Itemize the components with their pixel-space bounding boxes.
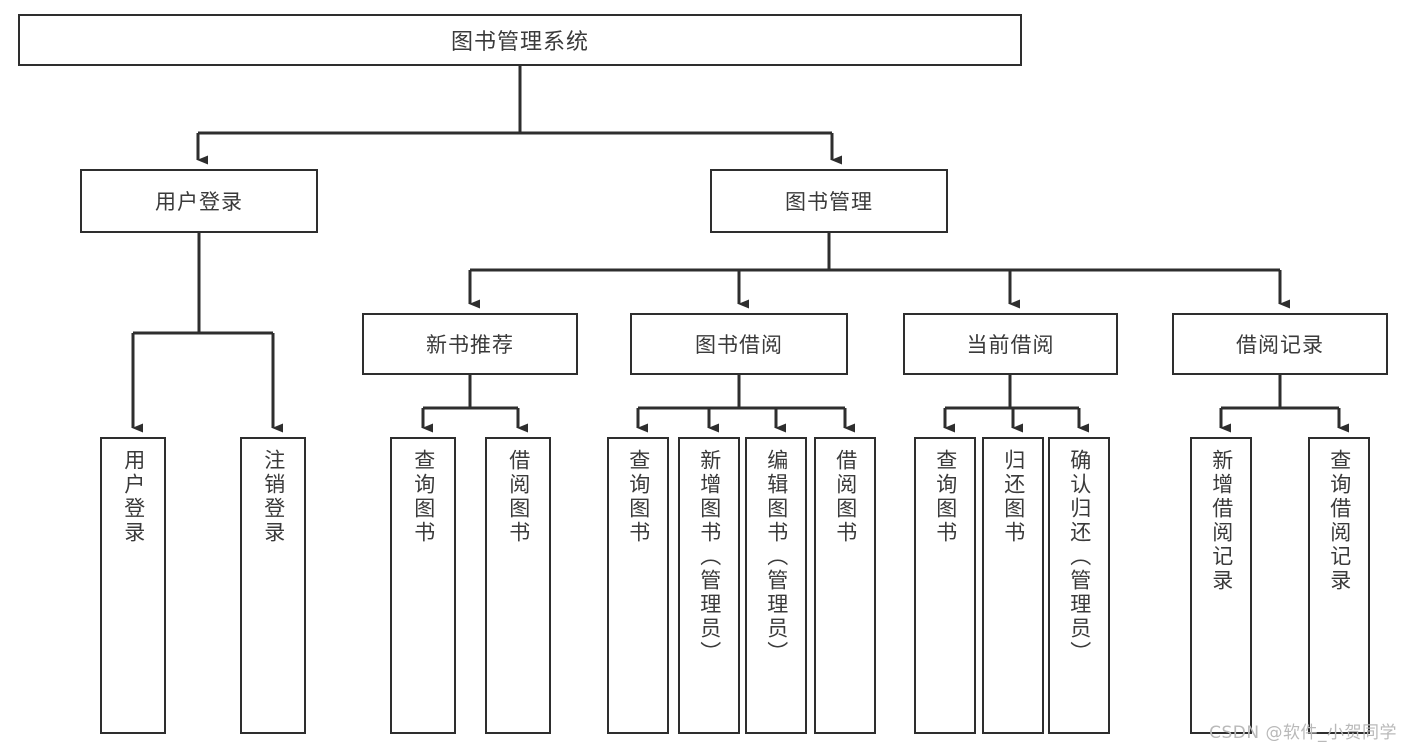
node-leaf-10[interactable]: 确认归还（管理员）: [1048, 437, 1110, 734]
node-leaf-11[interactable]: 新增借阅记录: [1190, 437, 1252, 734]
node-level2-0[interactable]: 用户登录: [80, 169, 318, 233]
node-leaf-4[interactable]: 查询图书: [607, 437, 669, 734]
node-leaf-label: 新增图书（管理员）: [697, 449, 722, 665]
node-leaf-label: 查询借阅记录: [1327, 449, 1352, 593]
node-leaf-label: 编辑图书（管理员）: [764, 449, 789, 665]
node-leaf-label: 借阅图书: [506, 449, 531, 545]
node-leaf-6[interactable]: 编辑图书（管理员）: [745, 437, 807, 734]
node-level2-label: 图书管理: [785, 190, 873, 214]
node-leaf-label: 确认归还（管理员）: [1067, 449, 1092, 665]
node-level3-0[interactable]: 新书推荐: [362, 313, 578, 375]
node-leaf-0[interactable]: 用户登录: [100, 437, 166, 734]
node-level2-label: 用户登录: [155, 190, 243, 214]
node-level3-label: 图书借阅: [695, 333, 783, 357]
node-leaf-label: 查询图书: [933, 449, 958, 545]
node-root[interactable]: 图书管理系统: [18, 14, 1022, 66]
node-leaf-label: 用户登录: [121, 449, 146, 545]
node-level3-label: 当前借阅: [966, 333, 1055, 357]
node-level3-2[interactable]: 当前借阅: [903, 313, 1118, 375]
node-leaf-12[interactable]: 查询借阅记录: [1308, 437, 1370, 734]
node-leaf-9[interactable]: 归还图书: [982, 437, 1044, 734]
node-leaf-label: 注销登录: [261, 449, 286, 545]
node-level3-1[interactable]: 图书借阅: [630, 313, 848, 375]
node-leaf-label: 查询图书: [411, 449, 436, 545]
node-level2-1[interactable]: 图书管理: [710, 169, 948, 233]
node-leaf-label: 借阅图书: [833, 449, 858, 545]
node-root-label: 图书管理系统: [450, 30, 589, 55]
node-leaf-3[interactable]: 借阅图书: [485, 437, 551, 734]
node-leaf-5[interactable]: 新增图书（管理员）: [678, 437, 740, 734]
node-leaf-2[interactable]: 查询图书: [390, 437, 456, 734]
node-level3-3[interactable]: 借阅记录: [1172, 313, 1388, 375]
node-leaf-label: 查询图书: [626, 449, 651, 545]
node-level3-label: 新书推荐: [426, 333, 514, 357]
node-leaf-1[interactable]: 注销登录: [240, 437, 306, 734]
node-leaf-label: 新增借阅记录: [1209, 449, 1234, 593]
node-leaf-label: 归还图书: [1001, 449, 1026, 545]
node-leaf-8[interactable]: 查询图书: [914, 437, 976, 734]
node-level3-label: 借阅记录: [1236, 333, 1324, 357]
node-leaf-7[interactable]: 借阅图书: [814, 437, 876, 734]
